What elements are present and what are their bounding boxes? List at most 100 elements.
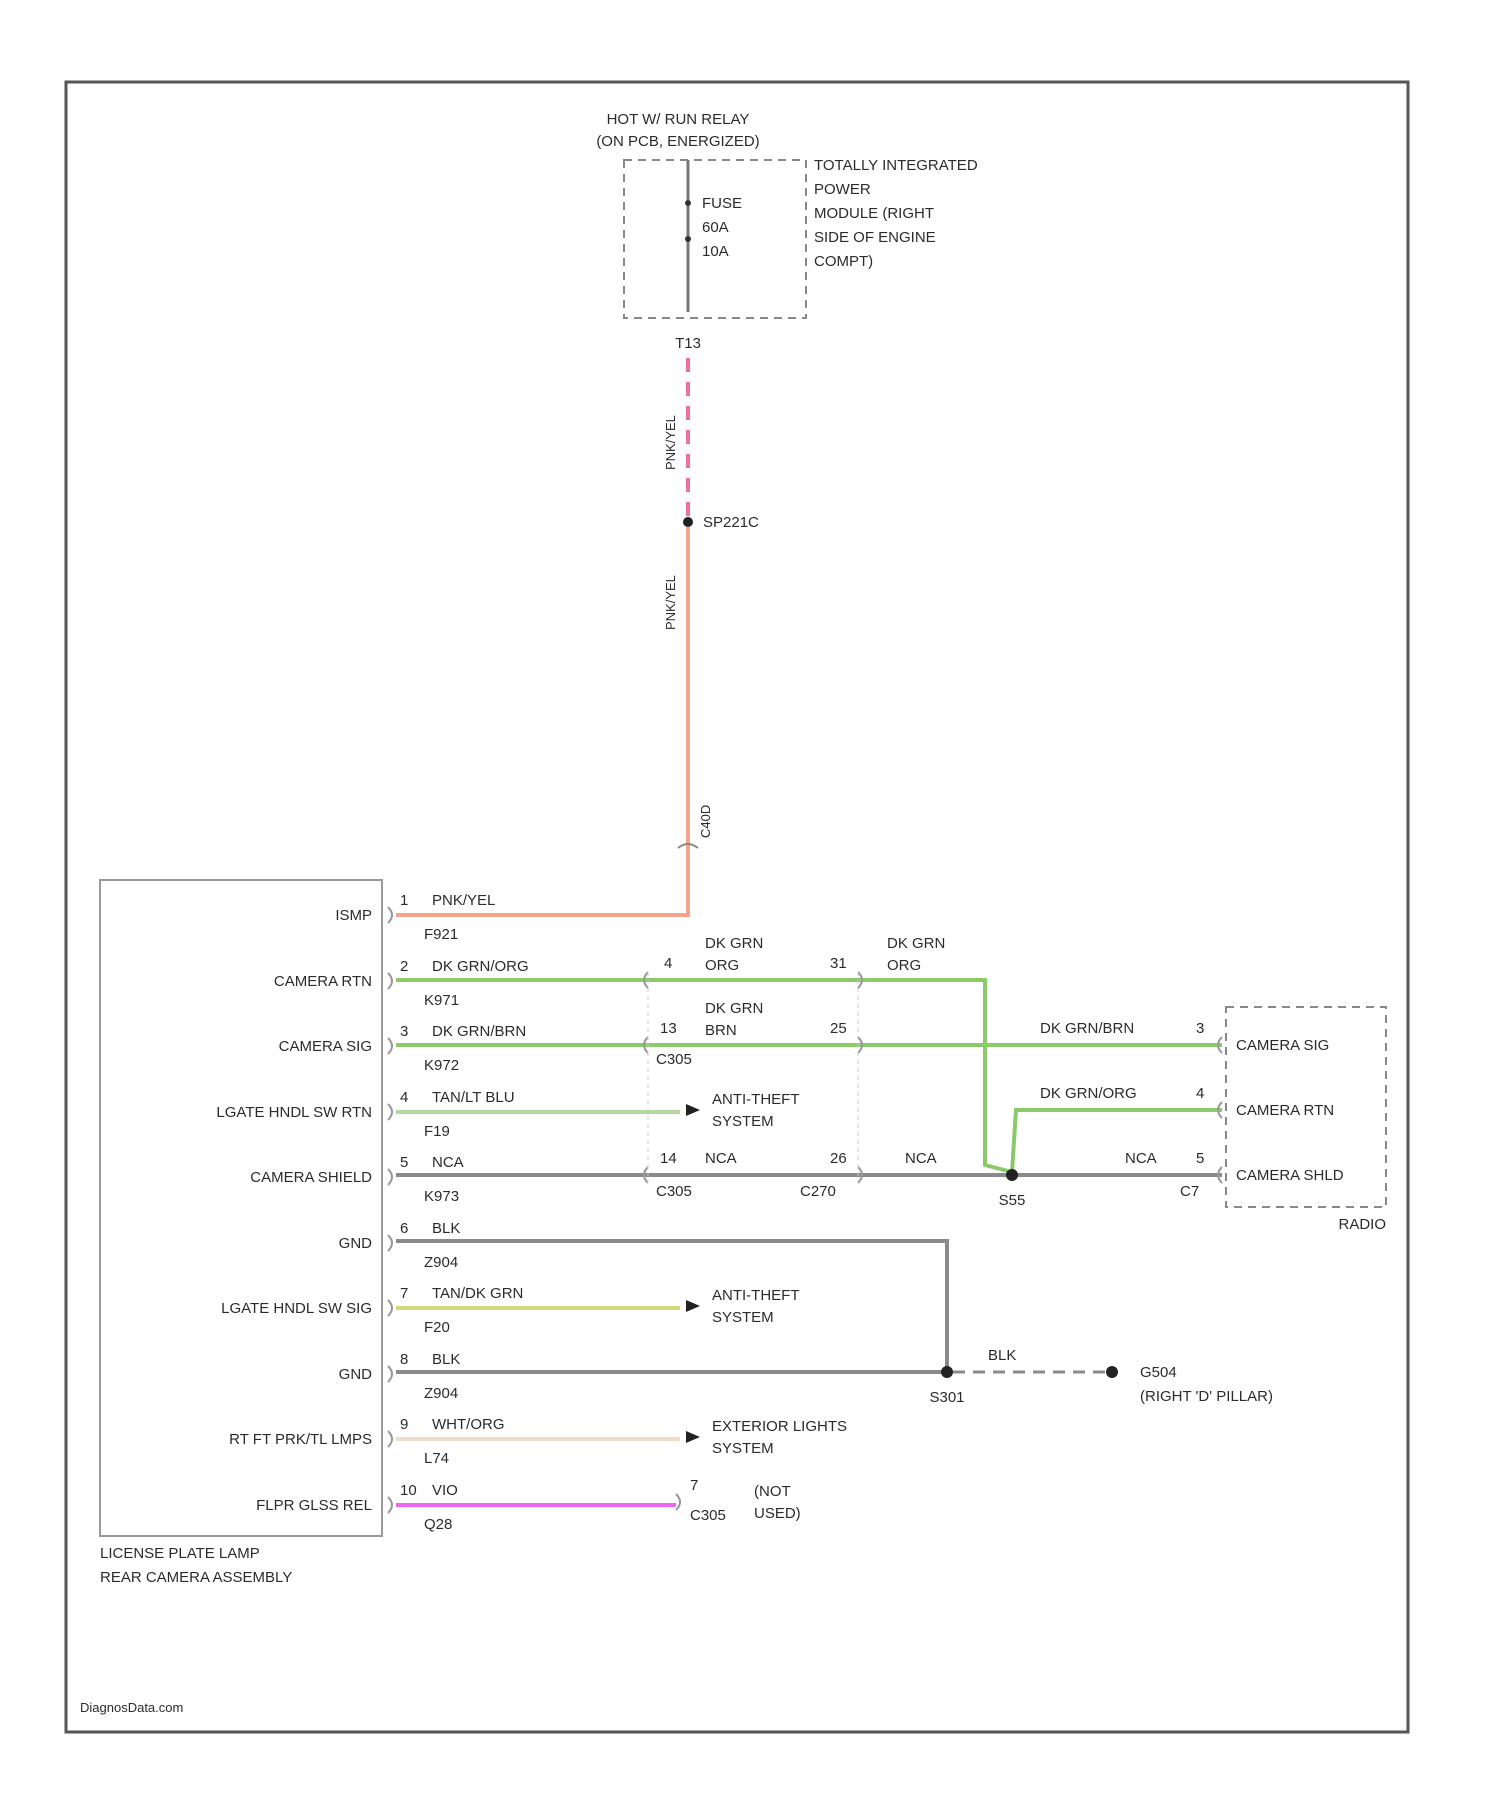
pin-circuit: Z904 xyxy=(424,1385,458,1402)
pin-label: LGATE HNDL SW SIG xyxy=(221,1300,372,1317)
pin-number: 8 xyxy=(400,1351,408,1368)
pin-number: 1 xyxy=(400,892,408,909)
pin-number: 7 xyxy=(400,1285,408,1302)
module-label-line2: POWER xyxy=(814,181,871,198)
connector-c305-symbols xyxy=(644,972,648,1183)
pin-number: 2 xyxy=(400,958,408,975)
wire-upper-label: PNK/YEL xyxy=(663,415,678,470)
sig-pin-a: 13 xyxy=(660,1020,677,1037)
ground-point-g504 xyxy=(1106,1366,1118,1378)
radio-shield-label: CAMERA SHLD xyxy=(1236,1167,1344,1184)
pin-connector-symbol xyxy=(388,1169,392,1185)
pin-circuit: F921 xyxy=(424,926,458,943)
pin-label: GND xyxy=(339,1366,373,1383)
pin-circuit: L74 xyxy=(424,1450,449,1467)
sig-wire-label-1: DK GRN xyxy=(705,1000,763,1017)
pin-connector-symbol xyxy=(388,1300,392,1316)
pin-label: CAMERA SIG xyxy=(279,1038,372,1055)
fuse-label-line3: 10A xyxy=(702,243,729,260)
splice-label-sp221c: SP221C xyxy=(703,514,759,531)
pin-label: ISMP xyxy=(335,907,372,924)
module-label-line3: MODULE (RIGHT xyxy=(814,205,934,222)
not-used-line2: USED) xyxy=(754,1505,801,1522)
rtn-pin-a: 4 xyxy=(664,955,672,972)
c305-label-sig: C305 xyxy=(656,1051,692,1068)
pin-connector-symbol xyxy=(388,1431,392,1447)
wire-camera-rtn-route xyxy=(396,980,1012,1172)
not-used-connector-symbol xyxy=(676,1494,680,1510)
pin-wire-color: DK GRN/ORG xyxy=(432,958,529,975)
radio-rtn-label: CAMERA RTN xyxy=(1236,1102,1334,1119)
radio-shield-wire: NCA xyxy=(1125,1150,1157,1167)
not-used-connector: C305 xyxy=(690,1507,726,1524)
pin-number: 9 xyxy=(400,1416,408,1433)
fuse-connector-label: T13 xyxy=(675,335,701,352)
assembly-caption-line2: REAR CAMERA ASSEMBLY xyxy=(100,1569,292,1586)
ground-location: (RIGHT 'D' PILLAR) xyxy=(1140,1388,1273,1405)
pin-label: GND xyxy=(339,1235,373,1252)
relay-label-line2: (ON PCB, ENERGIZED) xyxy=(596,133,759,150)
pin-circuit: K972 xyxy=(424,1057,459,1074)
pin-connector-symbol xyxy=(388,1366,392,1382)
radio-rtn-wire: DK GRN/ORG xyxy=(1040,1085,1137,1102)
anti-theft-1-line2: SYSTEM xyxy=(712,1113,774,1130)
pin-number: 3 xyxy=(400,1023,408,1040)
not-used-pin: 7 xyxy=(690,1477,698,1494)
arrow-anti-theft-1 xyxy=(686,1104,700,1116)
pin-wire-color: TAN/LT BLU xyxy=(432,1089,515,1106)
pin-number: 5 xyxy=(400,1154,408,1171)
pin-circuit: K973 xyxy=(424,1188,459,1205)
anti-theft-1-line1: ANTI-THEFT xyxy=(712,1091,800,1108)
radio-sig-label: CAMERA SIG xyxy=(1236,1037,1329,1054)
pin-connector-symbol xyxy=(388,1235,392,1251)
radio-sig-pin: 3 xyxy=(1196,1020,1204,1037)
pin-wire-color: WHT/ORG xyxy=(432,1416,505,1433)
inline-connector-label: C40D xyxy=(698,805,713,838)
rtn-wire-label-2: ORG xyxy=(705,957,739,974)
arrow-exterior-lights xyxy=(686,1431,700,1443)
pin-circuit: F20 xyxy=(424,1319,450,1336)
power-module-box xyxy=(624,160,806,318)
splice-dot-s55 xyxy=(1006,1169,1018,1181)
module-label-line4: SIDE OF ENGINE xyxy=(814,229,936,246)
shield-wire-mid: NCA xyxy=(705,1150,737,1167)
shield-wire-right: NCA xyxy=(905,1150,937,1167)
pin-wire-color: VIO xyxy=(432,1482,458,1499)
pin-wire-color: DK GRN/BRN xyxy=(432,1023,526,1040)
pin-number: 4 xyxy=(400,1089,408,1106)
not-used-line1: (NOT xyxy=(754,1483,791,1500)
pin-connector-symbol xyxy=(388,1497,392,1513)
ground-id: G504 xyxy=(1140,1364,1177,1381)
shield-pin-b: 26 xyxy=(830,1150,847,1167)
pin-circuit: F19 xyxy=(424,1123,450,1140)
shield-pin-a: 14 xyxy=(660,1150,677,1167)
pin-number: 10 xyxy=(400,1482,417,1499)
pin-label: FLPR GLSS REL xyxy=(256,1497,372,1514)
splice-label-s301: S301 xyxy=(929,1389,964,1406)
ground-wire-label: BLK xyxy=(988,1347,1016,1364)
pin-connector-symbol xyxy=(388,973,392,989)
pin-wire-color: BLK xyxy=(432,1220,460,1237)
pin-wire-color: BLK xyxy=(432,1351,460,1368)
pin-connector-symbol xyxy=(388,1104,392,1120)
footer-watermark: DiagnosData.com xyxy=(80,1700,183,1715)
pin-label: CAMERA RTN xyxy=(274,973,372,990)
pin-wire-color: PNK/YEL xyxy=(432,892,495,909)
pin-wire-color: NCA xyxy=(432,1154,464,1171)
module-label-line1: TOTALLY INTEGRATED xyxy=(814,157,978,174)
pin-connector-symbol xyxy=(388,1038,392,1054)
relay-label-line1: HOT W/ RUN RELAY xyxy=(607,111,750,128)
c270-label-shield: C270 xyxy=(800,1183,836,1200)
radio-rtn-pin: 4 xyxy=(1196,1085,1204,1102)
assembly-caption-line1: LICENSE PLATE LAMP xyxy=(100,1545,260,1562)
rtn-wire-label-1: DK GRN xyxy=(705,935,763,952)
c305-label-shield: C305 xyxy=(656,1183,692,1200)
diagram-border xyxy=(66,82,1408,1732)
splice-dot-sp221c xyxy=(683,517,693,527)
pin-label: RT FT PRK/TL LMPS xyxy=(229,1431,372,1448)
exterior-lights-line2: SYSTEM xyxy=(712,1440,774,1457)
fuse-label-line1: FUSE xyxy=(702,195,742,212)
pin-label: LGATE HNDL SW RTN xyxy=(216,1104,372,1121)
pin-connector-symbol xyxy=(388,907,392,923)
anti-theft-2-line1: ANTI-THEFT xyxy=(712,1287,800,1304)
